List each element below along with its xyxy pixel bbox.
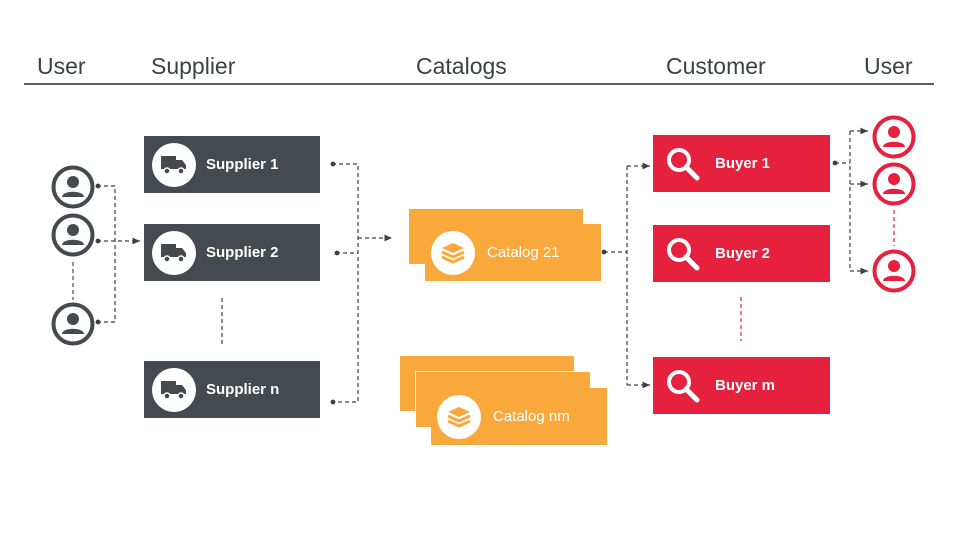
search-icon	[663, 366, 703, 406]
header-supplier: Supplier	[151, 53, 236, 79]
connector-dot	[601, 249, 607, 255]
supplier-label: Supplier 2	[206, 244, 279, 261]
supplier-box-n: Supplier n	[144, 361, 320, 418]
supplier-label: Supplier 1	[206, 156, 279, 173]
catalog-card-nm: Catalog nm	[431, 388, 607, 445]
connector-dot	[95, 319, 101, 325]
user-icon	[51, 213, 95, 257]
connector-dot	[334, 250, 340, 256]
connector-dot	[832, 160, 838, 166]
layers-icon	[431, 230, 475, 275]
user-icon	[51, 302, 95, 346]
connector-dot	[330, 161, 336, 167]
connector-dot	[95, 238, 101, 244]
supplier-box-2: Supplier 2	[144, 224, 320, 281]
supplier-label: Supplier n	[206, 381, 280, 398]
header-user-right: User	[864, 53, 913, 79]
buyer-label: Buyer 2	[715, 245, 771, 262]
buyer-label: Buyer 1	[715, 155, 771, 172]
header-customer: Customer	[666, 53, 766, 79]
user-icon	[872, 115, 916, 159]
user-icon	[51, 165, 95, 209]
catalog-label: Catalog nm	[493, 408, 570, 425]
buyer-box-m: Buyer m	[653, 357, 830, 414]
search-icon	[663, 234, 703, 274]
connector-dot	[330, 399, 336, 405]
buyer-box-1: Buyer 1	[653, 135, 830, 192]
header-user-left: User	[37, 53, 86, 79]
catalog-card-21: Catalog 21	[425, 224, 601, 281]
header-divider	[24, 83, 934, 85]
connector-user1-supplier2	[97, 185, 116, 323]
user-icon	[872, 249, 916, 293]
catalog-label: Catalog 21	[487, 244, 560, 261]
truck-icon	[152, 230, 196, 275]
layers-icon	[437, 394, 481, 439]
search-icon	[663, 144, 703, 184]
truck-icon	[152, 367, 196, 412]
user-icon	[872, 162, 916, 206]
connector-suppliers-catalogs	[332, 163, 359, 403]
truck-icon	[152, 142, 196, 187]
buyer-label: Buyer m	[715, 377, 776, 394]
supplier-box-1: Supplier 1	[144, 136, 320, 193]
connector-dot	[95, 183, 101, 189]
header-catalogs: Catalogs	[416, 53, 507, 79]
buyer-box-2: Buyer 2	[653, 225, 830, 282]
